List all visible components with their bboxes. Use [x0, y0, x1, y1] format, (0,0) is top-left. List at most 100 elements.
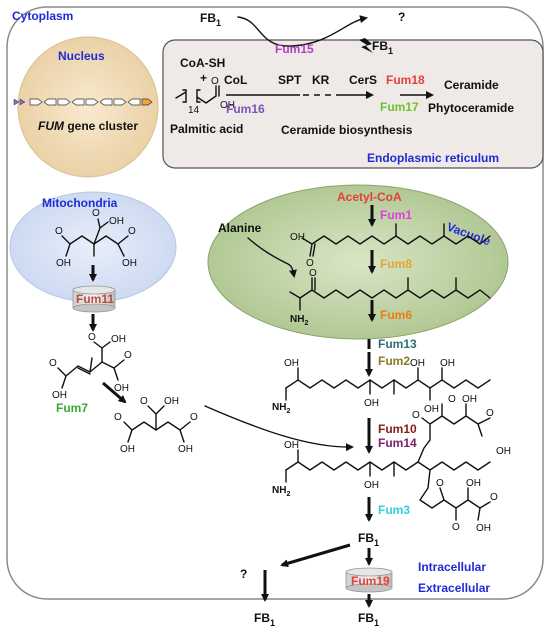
intracellular-label: Intracellular — [418, 560, 486, 574]
svg-text:OH: OH — [220, 100, 235, 111]
top-fb1: FB1 — [200, 11, 221, 28]
fum16-label: Fum16 — [226, 102, 265, 116]
fum13-label: Fum13 — [378, 337, 417, 351]
alanine-arrow — [247, 237, 297, 278]
svg-text:O: O — [92, 208, 100, 219]
acetyl-coa-label: Acetyl-CoA — [337, 190, 402, 204]
svg-text:OH: OH — [466, 478, 481, 489]
svg-text:NH2: NH2 — [272, 402, 290, 415]
svg-text:O: O — [211, 76, 219, 87]
gene-cluster-icon — [13, 98, 153, 106]
gene-cluster-label: FUM gene cluster — [38, 119, 138, 133]
svg-text:OH: OH — [164, 396, 179, 407]
svg-text:OH: OH — [364, 398, 379, 409]
col-label: CoL — [224, 73, 247, 87]
svg-text:O: O — [486, 408, 494, 419]
svg-text:O: O — [124, 350, 132, 361]
svg-text:O: O — [128, 226, 136, 237]
fb1-left: FB1 — [254, 611, 275, 628]
spt-label: SPT — [278, 73, 302, 87]
fum19-transporter — [345, 567, 393, 593]
fum15-label: Fum15 — [275, 42, 314, 56]
svg-text:NH2: NH2 — [290, 314, 308, 327]
svg-text:OH: OH — [111, 334, 126, 345]
fb1-to-question-arrow — [280, 543, 351, 568]
svg-text:OH: OH — [109, 216, 124, 227]
fum11-transporter — [72, 285, 116, 313]
kr-label: KR — [312, 73, 330, 87]
svg-text:O: O — [436, 478, 444, 489]
palmitic-acid-structure: O OH 14 — [175, 76, 235, 116]
plus-sign: + — [200, 71, 207, 85]
pathway-question: ? — [240, 567, 247, 581]
aconitate-structure: O OH O OH O OH — [49, 332, 132, 401]
palmitic-acid-label: Palmitic acid — [170, 122, 243, 136]
svg-text:OH: OH — [424, 404, 439, 415]
svg-text:OH: OH — [56, 258, 71, 269]
tricarballylate-structure: O OH O OH O OH — [114, 396, 198, 455]
fum19-label: Fum19 — [351, 574, 390, 588]
fum18-label: Fum18 — [386, 73, 425, 87]
inhibition-bolt-icon — [359, 38, 373, 53]
svg-text:O: O — [49, 358, 57, 369]
svg-text:OH: OH — [284, 358, 299, 369]
nucleus — [17, 36, 159, 178]
svg-text:O: O — [140, 396, 148, 407]
polyketide-structure: OH O — [290, 223, 491, 269]
fum14-label: Fum14 — [378, 436, 417, 450]
svg-text:OH: OH — [364, 480, 379, 491]
svg-text:O: O — [490, 492, 498, 503]
svg-text:OH: OH — [476, 523, 491, 534]
fum7-label: Fum7 — [56, 401, 88, 415]
fum10-label: Fum10 — [378, 422, 417, 436]
er-label: Endoplasmic reticulum — [367, 151, 499, 165]
svg-text:O: O — [452, 522, 460, 533]
fum15-arrow — [237, 15, 368, 47]
svg-text:14: 14 — [188, 105, 200, 116]
fum17-label: Fum17 — [380, 100, 419, 114]
svg-text:O: O — [306, 258, 314, 269]
svg-text:O: O — [114, 412, 122, 423]
svg-text:O: O — [88, 332, 96, 343]
svg-text:OH: OH — [284, 440, 299, 451]
citrate-structure: O OH O OH O OH — [55, 208, 137, 269]
hfb1-structure: OH NH2 OH OH OH OH — [272, 358, 491, 415]
cytoplasm-label: Cytoplasm — [12, 9, 73, 23]
cers-label: CerS — [349, 73, 377, 87]
ceramide-biosynthesis-label: Ceramide biosynthesis — [281, 123, 413, 137]
svg-text:OH: OH — [462, 394, 477, 405]
fum6-label: Fum6 — [380, 308, 412, 322]
fb1-product: FB1 — [358, 531, 379, 548]
fum3-label: Fum3 — [378, 503, 410, 517]
svg-text:OH: OH — [52, 390, 67, 401]
vacuole — [207, 184, 509, 340]
coa-sh-label: CoA-SH — [180, 56, 225, 70]
svg-text:O: O — [190, 412, 198, 423]
svg-text:NH2: NH2 — [272, 485, 290, 498]
svg-text:OH: OH — [496, 446, 511, 457]
svg-text:O: O — [55, 226, 63, 237]
svg-text:OH: OH — [122, 258, 137, 269]
svg-text:O: O — [412, 410, 420, 421]
svg-text:OH: OH — [410, 358, 425, 369]
nucleus-label: Nucleus — [58, 49, 105, 63]
fum11-label: Fum11 — [76, 292, 114, 306]
top-question: ? — [398, 10, 405, 24]
er-fb1: FB1 — [372, 39, 393, 56]
fb1-structure: OH NH2 OH O O OH O OH O O OH O OH — [272, 394, 511, 534]
alanine-label: Alanine — [218, 221, 262, 235]
svg-text:OH: OH — [114, 383, 129, 394]
svg-text:OH: OH — [440, 358, 455, 369]
svg-text:O: O — [309, 268, 317, 279]
fum1-label: Fum1 — [380, 208, 412, 222]
fum2-label: Fum2 — [378, 354, 410, 368]
fum7-arrow — [102, 381, 127, 404]
fb1-extracellular: FB1 — [358, 611, 379, 628]
svg-text:OH: OH — [290, 232, 305, 243]
svg-text:OH: OH — [178, 444, 193, 455]
phytoceramide-label: Phytoceramide — [428, 101, 514, 115]
mitochondria-label: Mitochondria — [42, 196, 118, 210]
aminopolyketide-structure: O NH2 — [289, 268, 491, 327]
tca-to-fum10-arrow — [204, 405, 354, 452]
